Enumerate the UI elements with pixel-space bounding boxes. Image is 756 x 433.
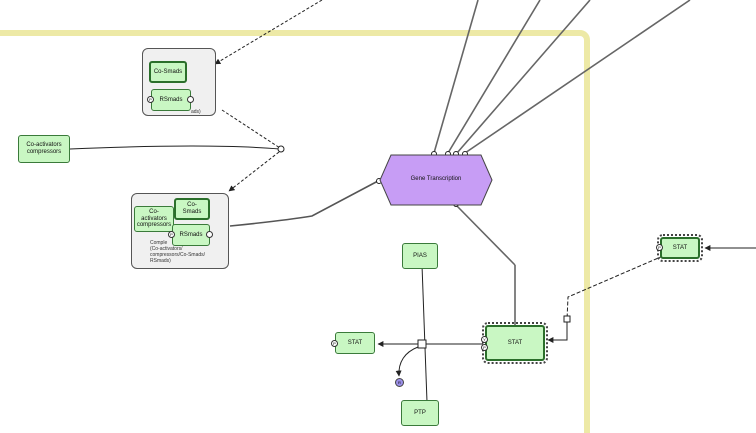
rsmads-state-p[interactable]: P <box>147 96 154 103</box>
smad-complex-caption: ads) <box>191 109 201 115</box>
edge-incoming-smad <box>214 0 323 65</box>
rsmads-state-empty[interactable] <box>187 96 194 103</box>
edge-complex-to-gene <box>229 180 379 227</box>
coactivator-smad-complex[interactable]: Co-activators compressors Co-Smads RSmad… <box>131 193 229 269</box>
small-molecule-node[interactable]: R <box>395 378 404 387</box>
stat-left-node[interactable]: STAT <box>335 332 375 354</box>
complex-caption: Comple (Co-activators/ compressors/Co-Sm… <box>150 240 206 264</box>
cell-compartment[interactable] <box>0 30 590 433</box>
rsmads-node[interactable]: RSmads <box>151 89 191 111</box>
gene-transcription-label: Gene Transcription <box>410 176 462 182</box>
gene-transcription-node[interactable] <box>379 154 493 206</box>
edge-coactivators-to-junction <box>69 145 281 150</box>
edge-smad-to-junction <box>221 109 281 149</box>
stat-mid-node[interactable]: STAT <box>482 322 548 364</box>
pias-node[interactable]: PIAS <box>402 243 438 269</box>
complex-coactivators-node[interactable]: Co-activators compressors <box>134 206 174 232</box>
coactivators-node[interactable]: Co-activators compressors <box>18 135 70 163</box>
stat-right-node[interactable]: STAT <box>657 234 703 262</box>
ptp-node[interactable]: PTP <box>401 400 439 426</box>
stat-left-state[interactable]: P <box>331 340 338 347</box>
complex-rsmads-state-empty[interactable] <box>206 231 213 238</box>
cosmads-node[interactable]: Co-Smads <box>149 61 187 83</box>
stat-mid-state-p[interactable]: P <box>481 344 488 351</box>
complex-rsmads-state-p[interactable]: P <box>168 231 175 238</box>
edge-junction-to-complex <box>228 151 280 192</box>
complex-cosmads-node[interactable]: Co-Smads <box>174 198 210 220</box>
junction-node <box>277 145 285 153</box>
stat-right-state[interactable]: P <box>656 244 663 251</box>
smad-complex[interactable]: Co-Smads RSmads P ads) <box>142 48 216 116</box>
stat-mid-state-y[interactable]: Y <box>481 336 488 343</box>
